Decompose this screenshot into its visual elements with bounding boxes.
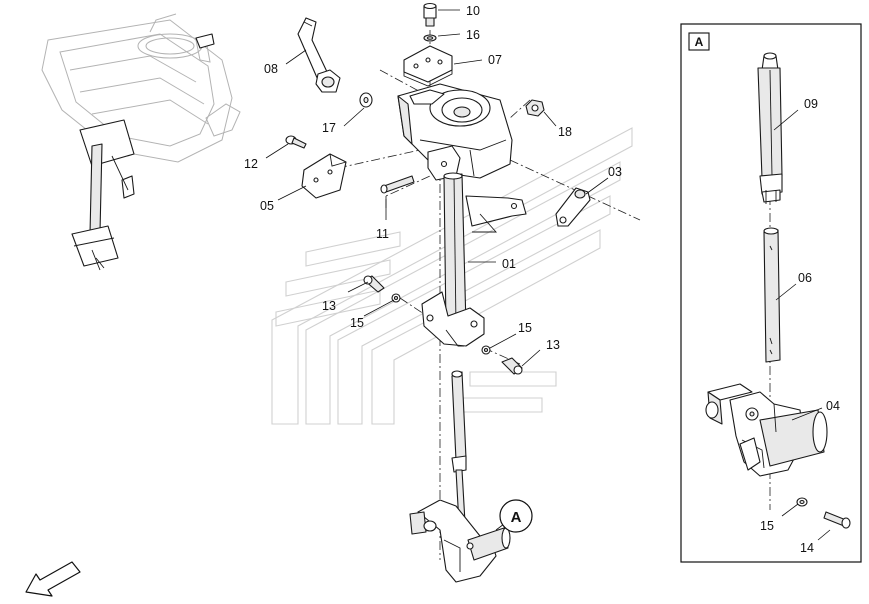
detail-bubble-label: A — [511, 509, 522, 526]
part-14-bolt — [823, 511, 851, 529]
front-direction-arrow-icon — [25, 561, 81, 597]
lower-shaft-assembly — [409, 370, 511, 583]
callout-11: 11 — [376, 227, 389, 241]
part-16-washer — [423, 34, 437, 42]
part-06-shaft — [763, 227, 781, 363]
callout-10: 10 — [466, 4, 480, 18]
part-17-washer — [359, 92, 373, 108]
callout-06: 06 — [798, 271, 812, 285]
callout-leaders — [265, 9, 831, 541]
callout-15-detail: 15 — [760, 519, 774, 533]
watermark-logo — [271, 127, 633, 425]
part-08-lever — [297, 17, 341, 93]
part-15-washer-right — [481, 345, 491, 355]
part-05-plate — [301, 153, 347, 199]
callout-13-left: 13 — [322, 299, 336, 313]
part-15-washer-detail — [796, 497, 808, 507]
detail-view-a-box: A — [680, 23, 862, 563]
callout-05: 05 — [260, 199, 274, 213]
callout-09: 09 — [804, 97, 818, 111]
callout-14: 14 — [800, 541, 814, 555]
part-04-yoke — [705, 383, 828, 477]
callout-17: 17 — [322, 121, 336, 135]
part-01-steering-column — [421, 172, 527, 347]
callout-13-right: 13 — [546, 338, 560, 352]
part-07-plate — [403, 45, 453, 87]
callout-01: 01 — [502, 257, 516, 271]
detail-box-label: A — [695, 35, 704, 49]
part-13-screw-right — [501, 357, 523, 375]
detail-reference-bubble: A — [495, 499, 533, 533]
callout-15-left: 15 — [350, 316, 364, 330]
callout-12: 12 — [244, 157, 258, 171]
callout-18: 18 — [558, 125, 572, 139]
part-03-link — [555, 187, 591, 227]
callout-03: 03 — [608, 165, 622, 179]
callout-07: 07 — [488, 53, 502, 67]
callout-labels: 10 16 07 08 17 18 12 05 03 11 01 13 15 1… — [244, 4, 840, 555]
part-10-screw — [423, 2, 437, 27]
part-13-screw-left — [363, 275, 385, 293]
part-12-screw — [285, 135, 307, 149]
upper-support-bracket — [397, 83, 513, 181]
part-18-nut — [525, 99, 545, 117]
part-11-bolt — [380, 175, 415, 194]
callout-15-right: 15 — [518, 321, 532, 335]
callout-16: 16 — [466, 28, 480, 42]
vehicle-location-ghost — [41, 13, 241, 271]
part-09-gas-strut — [757, 52, 783, 204]
callout-08: 08 — [264, 62, 278, 76]
callout-04: 04 — [826, 399, 840, 413]
